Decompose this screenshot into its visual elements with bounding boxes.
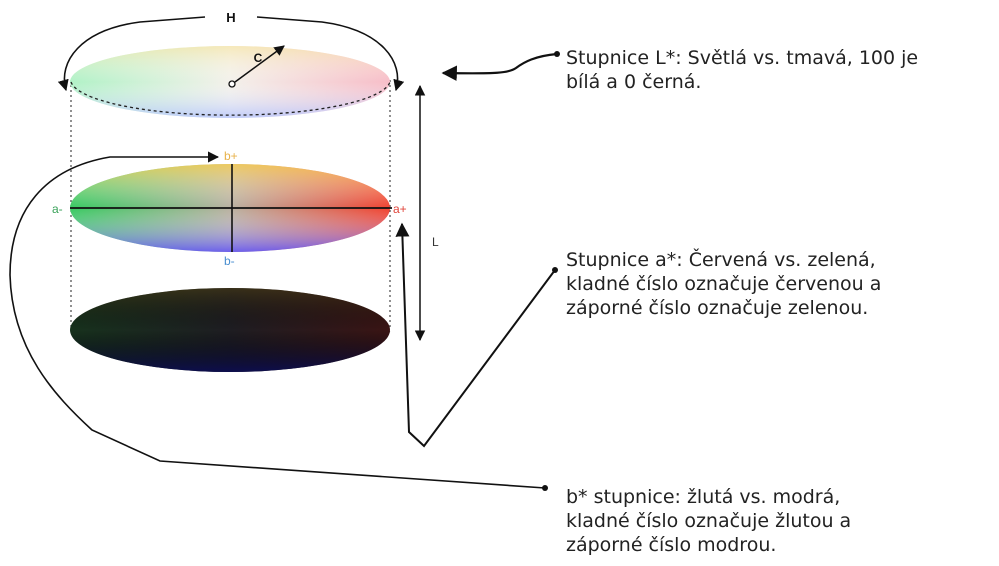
b-scale-callout bbox=[9, 151, 548, 491]
b-scale-line: kladné číslo označuje žlutou a bbox=[566, 510, 852, 532]
b-scale-line: záporné číslo modrou. bbox=[566, 534, 777, 556]
chroma-label: C bbox=[254, 51, 263, 65]
b-scale-description: b* stupnice: žlutá vs. modrá, kladné čís… bbox=[566, 485, 851, 557]
l-scale-line: Stupnice L*: Světlá vs. tmavá, 100 je bbox=[566, 47, 919, 69]
a-scale-line: kladné číslo označuje červenou a bbox=[566, 273, 882, 295]
a-plus-label: a+ bbox=[393, 202, 407, 216]
b-minus-label: b- bbox=[224, 254, 235, 268]
b-plus-label: b+ bbox=[224, 149, 238, 163]
chroma-radius bbox=[228, 45, 285, 88]
a-scale-description: Stupnice a*: Červená vs. zelená, kladné … bbox=[566, 248, 881, 320]
b-scale-line: b* stupnice: žlutá vs. modrá, bbox=[566, 486, 841, 508]
l-scale-callout bbox=[441, 51, 560, 81]
lightness-label: L bbox=[432, 235, 439, 249]
a-minus-label: a- bbox=[52, 202, 63, 216]
bottom-disc bbox=[70, 288, 390, 372]
hue-label: H bbox=[226, 10, 235, 25]
a-scale-line: záporné číslo označuje zelenou. bbox=[566, 297, 869, 319]
l-scale-description: Stupnice L*: Světlá vs. tmavá, 100 je bí… bbox=[566, 46, 918, 94]
a-scale-callout bbox=[395, 222, 558, 448]
a-scale-line: Stupnice a*: Červená vs. zelená, bbox=[566, 249, 876, 271]
l-scale-line: bílá a 0 černá. bbox=[566, 71, 702, 93]
hue-arc bbox=[57, 16, 405, 92]
